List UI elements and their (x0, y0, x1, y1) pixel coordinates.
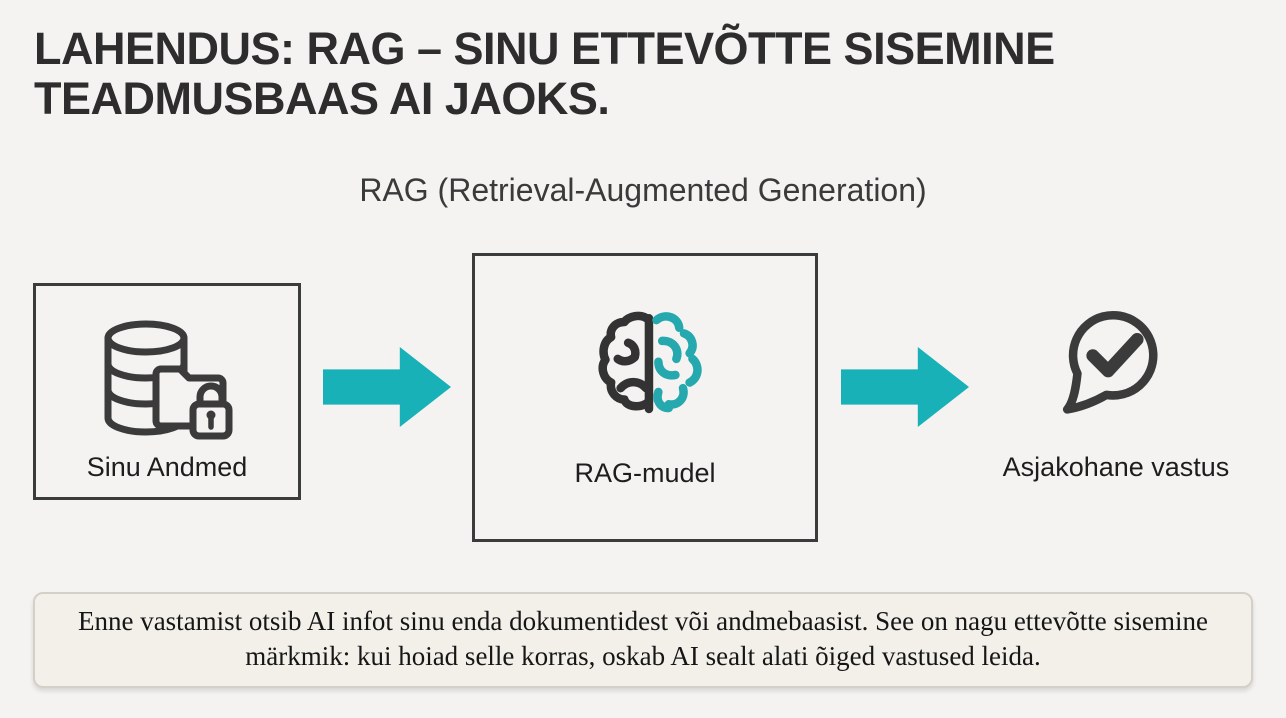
node-source-box: Sinu Andmed (33, 283, 301, 500)
node-result-label: Asjakohane vastus (1002, 452, 1230, 482)
note-callout: Enne vastamist otsib AI infot sinu enda … (33, 592, 1253, 688)
arrow-right-icon (323, 347, 451, 427)
node-source-label: Sinu Andmed (86, 452, 248, 482)
node-model-label: RAG-mudel (574, 458, 716, 488)
subtitle: RAG (Retrieval-Augmented Generation) (359, 172, 927, 208)
arrow-right-icon (841, 347, 969, 427)
page-title: LAHENDUS: RAG – SINU ETTEVÕTTE SISEMINE … (34, 24, 1055, 124)
page-title-line2: TEADMUSBAAS AI JAOKS. (34, 73, 610, 124)
node-model-box: RAG-mudel (472, 253, 818, 542)
half-brain-icon (598, 311, 702, 414)
page-title-line1: LAHENDUS: RAG – SINU ETTEVÕTTE SISEMINE (34, 23, 1055, 74)
database-folder-lock-icon (104, 320, 233, 440)
chat-check-icon (1062, 310, 1158, 414)
